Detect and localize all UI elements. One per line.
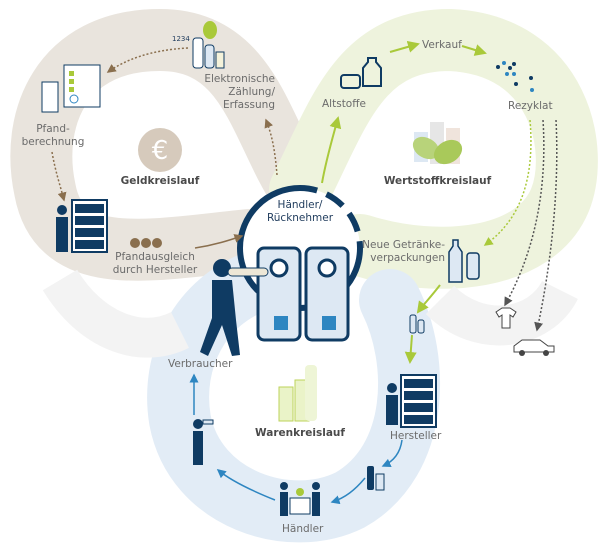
hub-label: Händler/ Rücknehmer — [260, 199, 340, 225]
arrow-new-packaging-to-bottles — [416, 284, 441, 314]
background-lobe — [42, 269, 189, 358]
label-line: Zählung/ — [228, 86, 275, 98]
label-line: Elektronische — [204, 73, 275, 85]
producer-shelf-icon — [56, 199, 108, 253]
arrow-producer-to-bottles — [381, 439, 403, 468]
label-line: durch Hersteller — [112, 264, 198, 276]
arrow-to-sale — [389, 40, 420, 53]
arrow-bottles-to-retailer — [330, 477, 366, 505]
label-line: Rücknehmer — [266, 212, 334, 224]
car-icon — [513, 339, 555, 356]
euro-icon: € — [138, 128, 182, 172]
label-line: berechnung — [21, 136, 85, 148]
counter-number: 1234 — [172, 35, 190, 43]
consumer-drinking-icon — [193, 419, 214, 465]
arrow-sale-to-recyclate — [461, 44, 487, 56]
arrow-hub-to-old-materials — [321, 116, 342, 184]
material-cycle-title: Wertstoffkreislauf — [383, 175, 492, 187]
bottles-coins-icon — [192, 21, 225, 69]
retailer-label: Händler — [282, 523, 324, 535]
drink-bottles-icon — [278, 365, 317, 422]
arrow-counting-to-calculation — [106, 47, 189, 73]
coins-icon — [130, 238, 162, 248]
arrow-recyclate-to-new-packaging — [483, 119, 532, 246]
label-line: Pfandausgleich — [115, 251, 195, 263]
arrow-bottles-to-producer — [404, 334, 417, 364]
producer-shelf-icon — [386, 374, 437, 428]
deposit-settlement-label: Pfandausgleich durch Hersteller — [105, 251, 205, 277]
label-line: Neue Getränke- — [362, 239, 445, 251]
material-loop-band — [269, 8, 598, 289]
small-bottles-icon — [409, 314, 425, 334]
document-checklist-icon — [41, 64, 101, 113]
retailer-icon — [280, 482, 320, 516]
svg-text:€: € — [152, 136, 169, 166]
label-line: Pfand- — [36, 123, 70, 135]
leaves-icon — [412, 122, 463, 165]
goods-cycle-title: Warenkreislauf — [255, 427, 345, 439]
deposit-calculation-label: Pfand- berechnung — [18, 123, 88, 149]
label-line: Erfassung — [223, 99, 275, 111]
old-materials-icon — [340, 57, 382, 89]
reverse-vending-machine-icon — [256, 246, 350, 342]
label-line: verpackungen — [370, 252, 445, 264]
bottles-icon — [367, 466, 385, 491]
recyclate-granules-icon — [496, 61, 534, 92]
new-bottles-icon — [448, 239, 480, 283]
electronic-counting-label: Elektronische Zählung/ Erfassung — [200, 73, 275, 112]
arrow-calculation-to-producer — [51, 151, 67, 202]
label-line: Händler/ — [277, 199, 323, 211]
money-cycle-title: Geldkreislauf — [120, 175, 200, 187]
arrow-hub-to-counting — [264, 118, 278, 176]
arrow-recyclate-to-car — [534, 119, 558, 332]
person-returning-bottle-icon — [200, 259, 269, 356]
consumer-label: Verbraucher — [168, 358, 233, 370]
tshirt-icon — [495, 307, 517, 329]
arrow-settlement-to-hub — [194, 234, 244, 249]
recyclate-label: Rezyklat — [508, 100, 553, 112]
new-packaging-label: Neue Getränke- verpackungen — [360, 239, 445, 265]
sale-label: Verkauf — [422, 39, 462, 51]
producer-label: Hersteller — [390, 430, 442, 442]
arrow-recyclate-to-textile — [504, 119, 545, 307]
arrow-retailer-to-consumer — [216, 469, 276, 501]
old-materials-label: Altstoffe — [322, 98, 366, 110]
